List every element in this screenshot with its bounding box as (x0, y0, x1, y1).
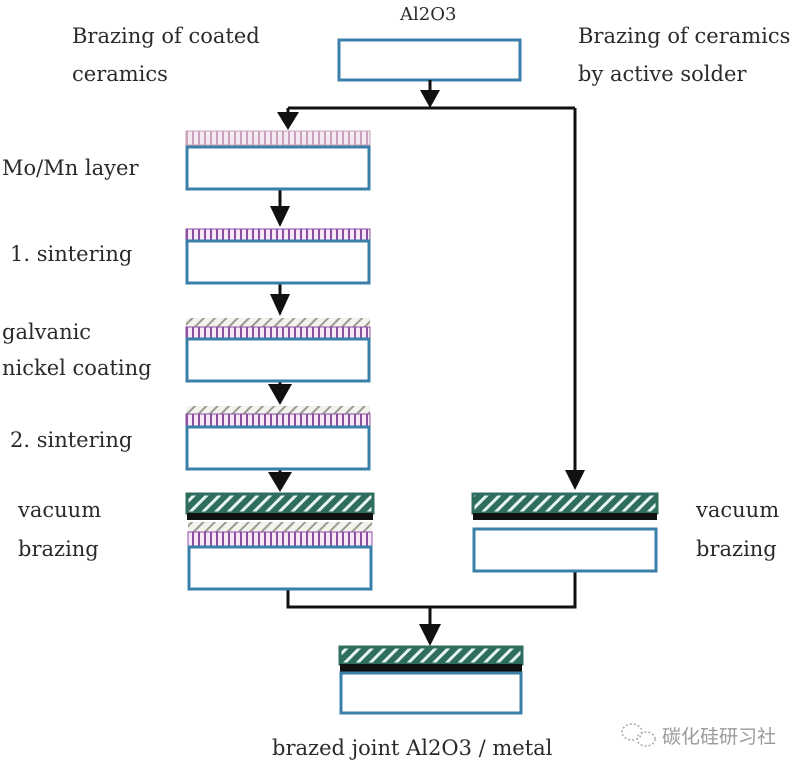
branch-left-line2: ceramics (72, 62, 168, 86)
arrow-icon (419, 624, 441, 646)
al2o3-box (337, 38, 522, 82)
branch-right-line1: Brazing of ceramics (578, 24, 791, 48)
al2o3-label: Al2O3 (400, 4, 457, 25)
metal-layer (185, 492, 375, 515)
arrow-icon (277, 112, 299, 130)
arrow-icon (565, 470, 585, 490)
metal-layer (471, 492, 659, 515)
ceramic-box (185, 239, 371, 285)
step-mo-mn: Mo/Mn layer (2, 156, 139, 180)
vacuum-right-line1: vacuum (696, 498, 780, 522)
vacuum-left-line1: vacuum (18, 498, 102, 522)
ceramic-box (339, 671, 523, 715)
metal-layer (338, 645, 524, 666)
step-sinter2: 2. sintering (10, 428, 133, 452)
branch-left-line1: Brazing of coated (72, 24, 260, 48)
vacuum-left-line2: brazing (18, 537, 99, 561)
arrow-icon (268, 472, 292, 492)
watermark: 碳化硅研习社 (662, 726, 777, 748)
ceramic-box (185, 337, 371, 383)
arrowheads (268, 90, 585, 646)
step-galvanic-line2: nickel coating (2, 356, 152, 380)
ceramic-box (187, 545, 373, 591)
ceramic-box (185, 145, 371, 191)
step-sinter1: 1. sintering (10, 242, 133, 266)
arrow-icon (268, 384, 292, 405)
vacuum-right-line2: brazing (696, 537, 777, 561)
branch-right-line2: by active solder (578, 62, 747, 86)
step-galvanic-line1: galvanic (2, 320, 92, 344)
ceramic-box (472, 527, 658, 573)
result-label: brazed joint Al2O3 / metal (272, 736, 553, 760)
arrow-icon (420, 90, 440, 108)
arrow-icon (270, 294, 290, 316)
ceramic-box (185, 425, 371, 471)
wechat-icon (621, 723, 656, 747)
arrow-icon (270, 206, 290, 227)
